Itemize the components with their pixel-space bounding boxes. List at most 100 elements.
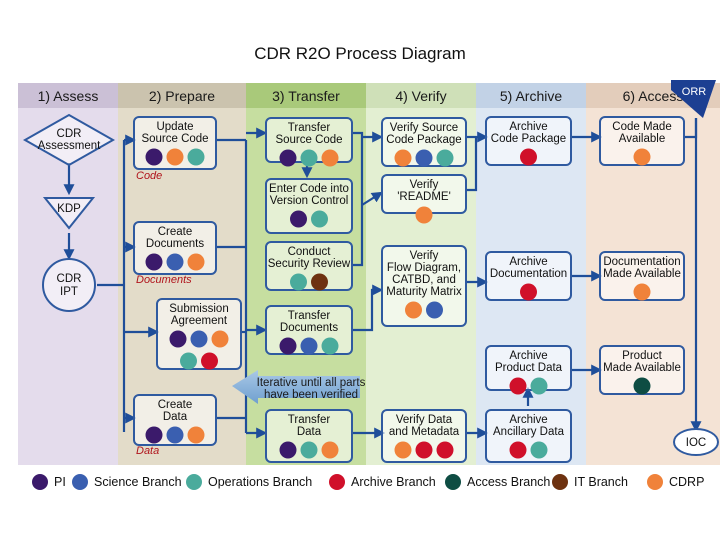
role-dot	[211, 330, 229, 348]
text-line: Conduct	[288, 246, 332, 258]
legend-label: CDRP	[669, 475, 704, 489]
role-dot	[321, 441, 339, 459]
role-dot	[166, 426, 184, 444]
cdr-assessment-diamond	[22, 113, 116, 167]
box-label: Verify'README'	[397, 179, 451, 203]
text-line: Available	[619, 133, 665, 145]
role-dot	[279, 441, 297, 459]
kdp-label: KDP	[57, 203, 81, 215]
text-line: Code Package	[491, 133, 566, 145]
legend-label: Archive Branch	[351, 475, 436, 489]
role-dot	[166, 148, 184, 166]
role-dot	[321, 337, 339, 355]
role-dot	[321, 149, 339, 167]
process-box-verify-readme: Verify'README'	[381, 174, 467, 224]
lane-header	[476, 83, 586, 108]
text-line: Enter Code into	[269, 183, 349, 195]
role-dot	[145, 148, 163, 166]
text-line: Maturity Matrix	[386, 286, 462, 298]
role-dot	[145, 253, 163, 271]
role-dot	[415, 441, 433, 459]
text-line: CDR	[57, 273, 82, 285]
role-dot	[190, 330, 208, 348]
connectors	[63, 118, 702, 439]
role-dot	[201, 352, 218, 370]
legend-swatch	[329, 474, 345, 490]
text-line: Archive	[509, 121, 547, 133]
text-line: Product Data	[495, 362, 563, 374]
role-dot	[394, 441, 412, 459]
lane-header	[246, 83, 366, 108]
role-dot	[187, 426, 205, 444]
text-line: Transfer	[288, 414, 331, 426]
lane-header	[118, 83, 246, 108]
role-dot	[187, 148, 205, 166]
role-dot	[436, 441, 454, 459]
legend-label: Operations Branch	[208, 475, 312, 489]
role-dot	[300, 149, 318, 167]
box-frame	[381, 245, 467, 327]
legend-label: Science Branch	[94, 475, 182, 489]
text-line: Assessment	[38, 140, 101, 152]
lane-title: 6) Access	[623, 88, 684, 104]
box-frame	[485, 409, 572, 463]
text-line: Source Code	[141, 133, 208, 145]
role-dot	[300, 441, 318, 459]
text-line: Archive	[509, 256, 547, 268]
role-dot	[633, 283, 651, 301]
lane-title: 4) Verify	[395, 88, 446, 104]
role-dot	[187, 253, 205, 271]
text-line: Verify	[410, 179, 439, 191]
text-line: Verify Data	[396, 414, 453, 426]
role-dot	[311, 210, 328, 228]
role-dot	[509, 377, 527, 395]
tag-data: Data	[136, 445, 159, 457]
legend-swatch	[552, 474, 568, 490]
text-line: Version Control	[270, 195, 349, 207]
text-line: Update	[156, 121, 193, 133]
page-title: CDR R2O Process Diagram	[254, 44, 466, 63]
role-dot	[633, 148, 651, 166]
text-line: Agreement	[171, 315, 228, 327]
ioc-node	[673, 428, 719, 456]
text-line: Archive	[509, 350, 547, 362]
text-line: Made Available	[603, 362, 681, 374]
text-line: Made Available	[603, 268, 681, 280]
lane-title: 3) Transfer	[272, 88, 340, 104]
role-dot	[279, 149, 297, 167]
box-frame	[485, 345, 572, 391]
orr-label: ORR	[682, 86, 707, 98]
kdp-shape	[42, 197, 96, 230]
legend-label: Access Branch	[467, 475, 550, 489]
text-line: Documentation	[490, 268, 567, 280]
text-line: IPT	[60, 286, 78, 298]
role-dot	[166, 253, 184, 271]
role-dot	[633, 377, 651, 395]
role-dot	[520, 148, 537, 166]
box-frame	[265, 241, 353, 291]
text-line: CATBD, and	[392, 274, 456, 286]
text-line: Archive	[509, 414, 547, 426]
